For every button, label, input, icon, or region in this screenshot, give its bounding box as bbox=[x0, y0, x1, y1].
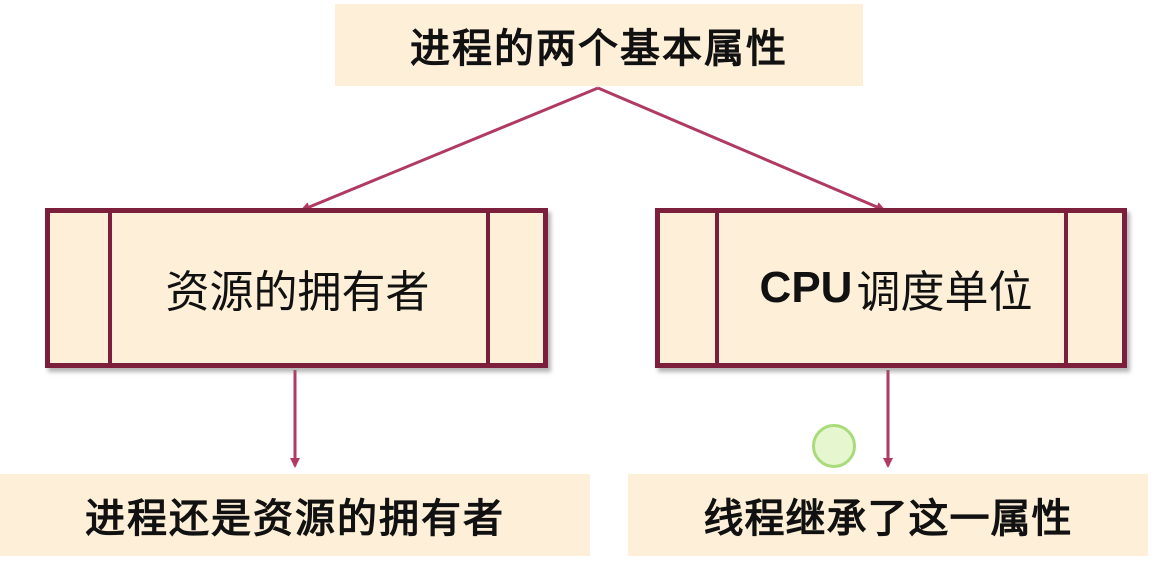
result-box-left: 进程还是资源的拥有者 bbox=[0, 474, 590, 556]
node-right-divider bbox=[486, 213, 490, 363]
node-left-divider bbox=[715, 213, 719, 363]
diagram-title: 进程的两个基本属性 bbox=[410, 25, 788, 72]
node-cpu-scheduling-unit: CPU 调度单位 bbox=[655, 208, 1127, 368]
node-cpu-scheduling-text: 调度单位 bbox=[856, 267, 1033, 318]
arrow-title-to-left-node bbox=[300, 86, 599, 212]
node-cpu-scheduling-label: CPU 调度单位 bbox=[660, 213, 1122, 363]
node-resource-owner-label: 资源的拥有者 bbox=[50, 213, 543, 363]
cursor-highlight-icon bbox=[812, 424, 856, 468]
node-resource-owner-text: 资源的拥有者 bbox=[165, 267, 430, 318]
result-left-text: 进程还是资源的拥有者 bbox=[85, 495, 505, 542]
arrow-title-to-right-node bbox=[597, 86, 886, 212]
result-right-text: 线程继承了这一属性 bbox=[703, 495, 1073, 542]
node-cpu-prefix: CPU bbox=[759, 263, 853, 312]
result-box-right: 线程继承了这一属性 bbox=[628, 474, 1148, 556]
title-box: 进程的两个基本属性 bbox=[335, 4, 863, 86]
node-left-divider bbox=[108, 213, 112, 363]
node-right-divider bbox=[1064, 213, 1068, 363]
node-resource-owner: 资源的拥有者 bbox=[45, 208, 548, 368]
